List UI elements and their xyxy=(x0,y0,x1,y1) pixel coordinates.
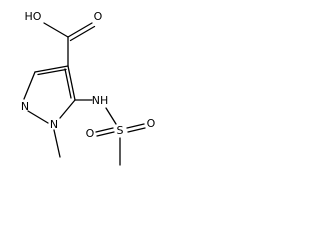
bond-s-to-o-right-2 xyxy=(127,127,146,133)
bond-n1-to-methyl xyxy=(53,129,61,158)
bond-s-to-o-left-2 xyxy=(96,131,115,137)
atom-labels: HO O N N NH S O O xyxy=(21,10,156,140)
bonds xyxy=(23,22,146,166)
bond-n1-to-c5 xyxy=(59,99,76,119)
bond-cooh-c-to-o-2 xyxy=(69,25,96,42)
bond-c4-to-c3-inner xyxy=(37,68,67,76)
label-sulfonyl-o-left: O xyxy=(86,127,95,140)
bond-cooh-c-to-o-1 xyxy=(67,22,93,38)
label-carboxylic-oh: HO xyxy=(25,10,42,23)
label-ring-nitrogen: N xyxy=(21,100,29,113)
label-methylated-nitrogen: N xyxy=(50,118,58,131)
label-sulfur: S xyxy=(117,124,124,137)
bond-c3-to-n2 xyxy=(23,71,36,100)
label-carboxylic-o: O xyxy=(94,10,103,23)
bond-c5-to-c4-inner xyxy=(64,68,72,99)
label-sulfonyl-o-right: O xyxy=(147,117,156,130)
bond-cooh-c-to-oh xyxy=(43,22,69,38)
bond-c5-to-c4 xyxy=(67,65,76,101)
bond-n2-to-n1 xyxy=(27,110,49,124)
bond-s-to-o-right-1 xyxy=(126,123,145,129)
bond-nh-to-s xyxy=(105,107,117,125)
label-sulfonamide-nh: NH xyxy=(92,94,109,107)
bond-s-to-o-left-1 xyxy=(95,127,114,133)
molecule-svg: HO O N N NH S O O xyxy=(21,10,156,166)
structure-diagram: HO O N N NH S O O xyxy=(0,0,172,180)
bond-c4-to-c3 xyxy=(34,65,69,73)
